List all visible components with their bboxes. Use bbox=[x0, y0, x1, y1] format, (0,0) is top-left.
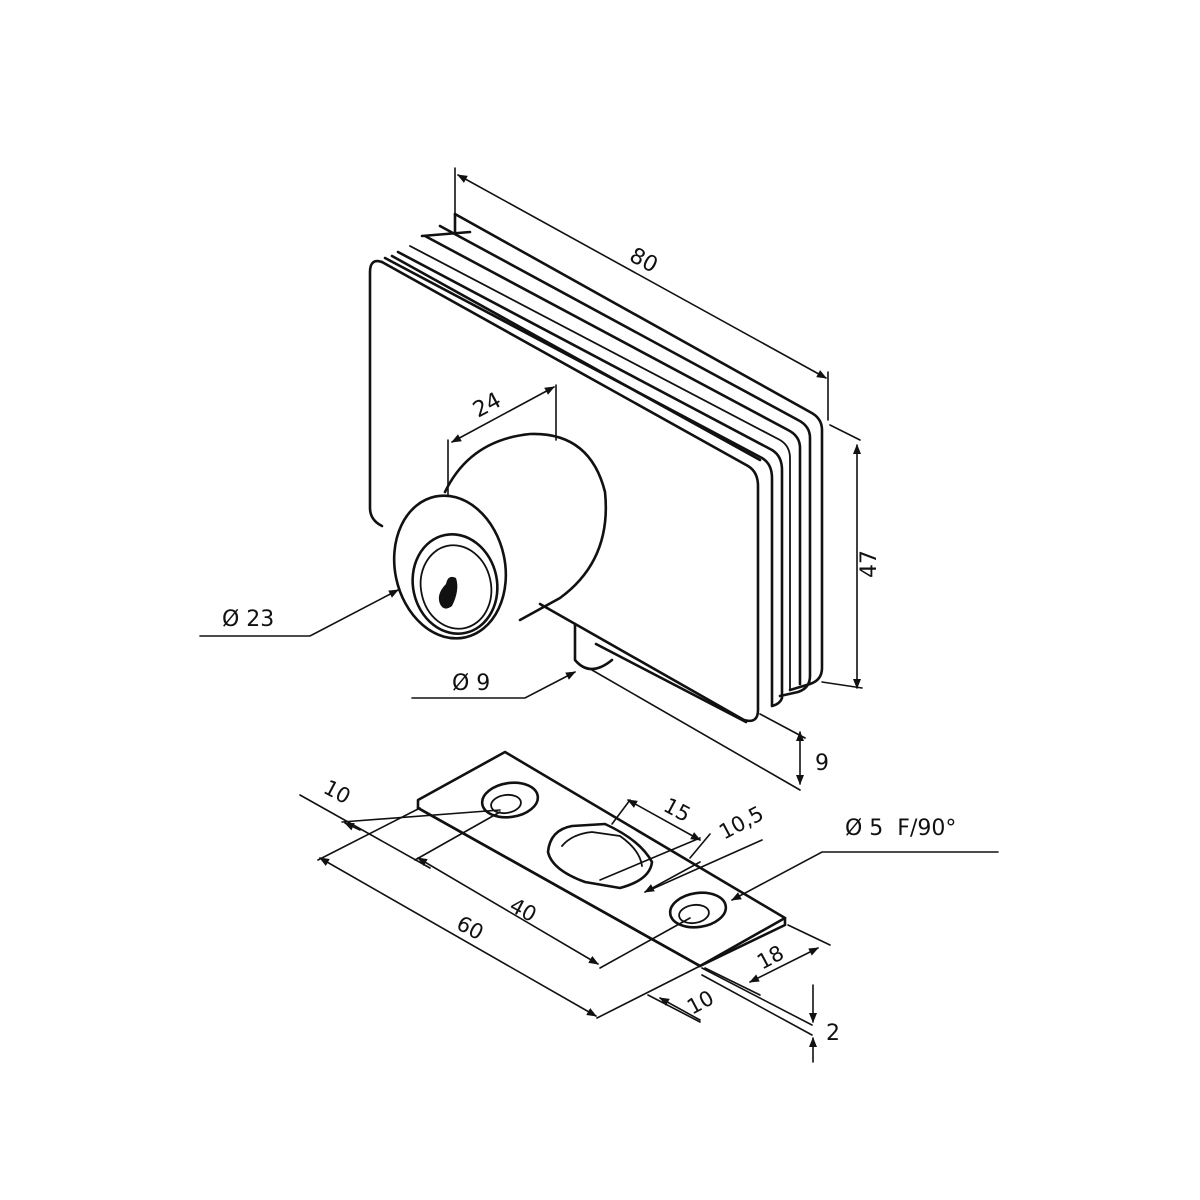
dim-label-plate-length: 60 bbox=[453, 911, 488, 945]
dim-label-plate-width: 18 bbox=[753, 941, 788, 975]
dimension-lines bbox=[199, 167, 999, 1063]
dim-label-cylinder-diameter: Ø 23 bbox=[222, 607, 274, 632]
dim-label-bolt-offset: 9 bbox=[815, 751, 829, 776]
dim-label-height: 47 bbox=[857, 550, 882, 578]
dim-label-slot-width: 10,5 bbox=[715, 801, 768, 844]
dim-label-bolt-diameter: Ø 9 bbox=[452, 671, 490, 696]
dim-label-slot-length: 15 bbox=[660, 793, 695, 827]
dim-label-cylinder-depth: 24 bbox=[469, 388, 505, 423]
dim-label-plate-thickness: 2 bbox=[826, 1021, 840, 1046]
keyhole-icon bbox=[438, 576, 458, 609]
lock-cylinder bbox=[392, 432, 608, 640]
dim-label-hole-spec: Ø 5 F/90° bbox=[845, 816, 956, 841]
lock-bolt bbox=[573, 622, 614, 671]
dim-label-length: 80 bbox=[625, 243, 661, 278]
dim-label-plate-hole-offset: 10 bbox=[320, 775, 355, 809]
dim-label-hole-spacing: 40 bbox=[506, 893, 541, 927]
